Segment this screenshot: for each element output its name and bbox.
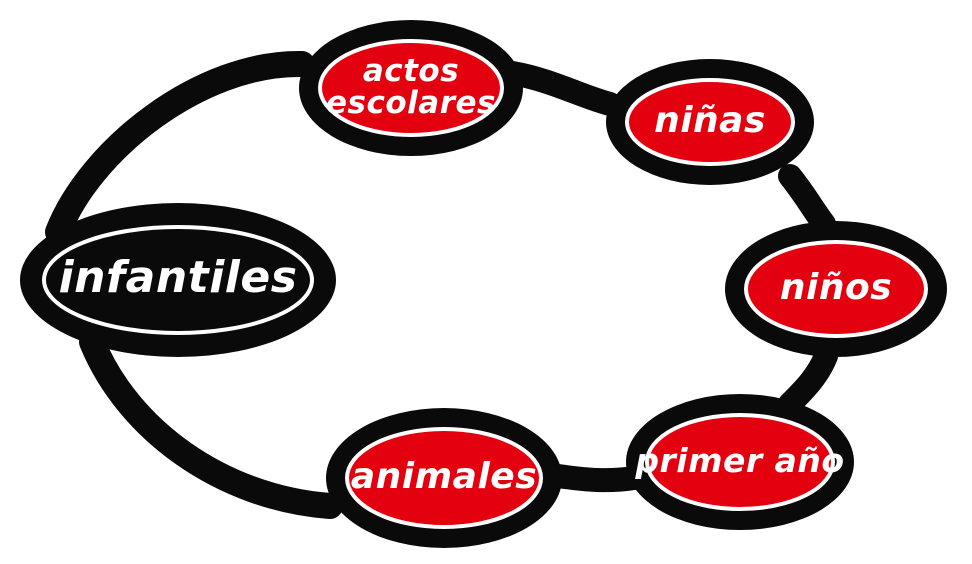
node-fill-ninas	[625, 78, 795, 166]
node-label-ninas: niñas	[654, 100, 766, 141]
node-ninas[interactable]: niñas	[606, 59, 814, 185]
node-infantiles[interactable]: infantiles	[20, 203, 336, 357]
connector-actos-escolares-ninas	[500, 61, 622, 116]
node-animales[interactable]: animales	[326, 408, 562, 548]
node-fill-animales	[345, 427, 543, 529]
node-fill-actos-escolares	[318, 39, 504, 137]
connector-primer-ano-animales	[546, 464, 646, 493]
node-fill-infantiles	[42, 225, 314, 335]
connectors-layer	[45, 50, 838, 519]
node-label-primer-ano: primer año	[634, 441, 844, 480]
node-primer-ano[interactable]: primer año	[626, 394, 854, 530]
node-label-ninos: niños	[780, 267, 892, 308]
connector-infantiles-actos-escolares	[45, 50, 315, 245]
connector-ninas-ninos	[778, 164, 836, 236]
node-fill-ninos	[744, 240, 928, 338]
node-fill-primer-ano	[645, 413, 835, 511]
connector-ninos-primer-ano	[778, 344, 838, 416]
connector-animales-infantiles	[79, 329, 343, 519]
node-ninos[interactable]: niños	[725, 221, 947, 357]
node-label-animales: animales	[351, 456, 537, 497]
node-label-infantiles: infantiles	[59, 252, 298, 303]
